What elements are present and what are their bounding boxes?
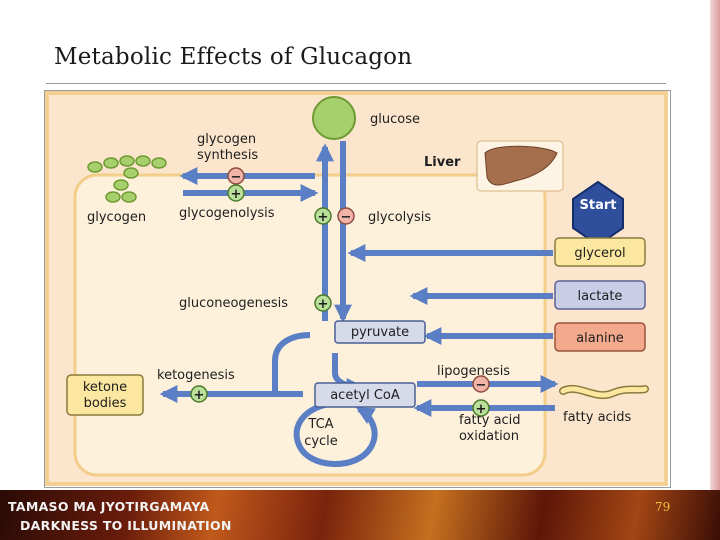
- alanine-box: [554, 322, 646, 352]
- footer-motto-line1: TAMASO MA JYOTIRGAMAYA: [8, 499, 210, 514]
- plus-sign-5: +: [476, 402, 487, 417]
- minus-marker-lipogenesis: [472, 375, 490, 393]
- lipogenesis-label: lipogenesis: [437, 364, 510, 379]
- pyruvate-box: [334, 320, 426, 344]
- glucose-label: glucose: [370, 112, 420, 127]
- footer-motto-line2: DARKNESS TO ILLUMINATION: [20, 518, 232, 533]
- pyruvate-label: pyruvate: [351, 325, 409, 340]
- glycogen-chain-icon: [87, 155, 167, 203]
- page-number: 79: [655, 500, 671, 514]
- fatty-acid-oxidation-label-1: fatty acid: [459, 413, 521, 428]
- glycolysis-label: glycolysis: [368, 210, 431, 225]
- plus-marker-fatty-acid-oxidation: [472, 399, 490, 417]
- plus-sign-3: +: [318, 297, 329, 312]
- glycerol-box: [554, 237, 646, 267]
- glycogenolysis-label: glycogenolysis: [179, 206, 275, 221]
- acetyl-coa-box: [314, 382, 416, 408]
- start-label: Start: [580, 198, 617, 213]
- ketone-bodies-box: [66, 374, 144, 416]
- glycogen-synthesis-label-2: synthesis: [197, 148, 258, 163]
- slide-edge-strip: [710, 0, 720, 490]
- pathway-arrows: [159, 141, 559, 467]
- ketogenesis-label: ketogenesis: [157, 368, 235, 383]
- tca-label-1: TCA: [307, 417, 333, 432]
- plus-marker-glycogenolysis: [227, 184, 245, 202]
- lactate-box: [554, 280, 646, 310]
- minus-marker-glycolysis: [337, 207, 355, 225]
- minus-sign-1: −: [231, 170, 242, 185]
- tca-label-2: cycle: [304, 434, 338, 449]
- footer-banner: [0, 490, 720, 540]
- plus-marker-gluconeogenesis: [314, 294, 332, 312]
- glycerol-label: glycerol: [574, 246, 625, 261]
- diagram-frame: glucose Liver Start glycogen: [44, 90, 671, 488]
- liver-icon: [484, 145, 558, 186]
- glycogen-label: glycogen: [87, 210, 146, 225]
- title-divider: [46, 83, 666, 84]
- ketone-label-2: bodies: [84, 396, 127, 411]
- tca-cycle-arrow: [293, 400, 378, 467]
- glucose-shape: [312, 96, 356, 140]
- fatty-acid-oxidation-label-2: oxidation: [459, 429, 519, 444]
- plus-sign-1: +: [231, 187, 242, 202]
- fatty-acids-label: fatty acids: [563, 410, 632, 425]
- plus-sign-4: +: [194, 388, 205, 403]
- plus-sign-2: +: [318, 210, 329, 225]
- alanine-label: alanine: [576, 331, 624, 346]
- fatty-acids-icon-fill: [560, 386, 648, 398]
- regulation-markers: − + + − + + − +: [190, 167, 490, 417]
- lactate-label: lactate: [578, 289, 623, 304]
- pyruvate-loop-arrow: [272, 332, 311, 391]
- slide-title: Metabolic Effects of Glucagon: [54, 44, 413, 70]
- plus-marker-gluconeogenesis-upper: [314, 207, 332, 225]
- ketone-label-1: ketone: [83, 380, 127, 395]
- gluconeogenesis-label: gluconeogenesis: [179, 296, 288, 311]
- glucagon-metabolism-diagram: glucose Liver Start glycogen: [45, 91, 668, 486]
- minus-sign-2: −: [341, 210, 352, 225]
- glycogen-synthesis-label-1: glycogen: [197, 132, 256, 147]
- plus-marker-ketogenesis: [190, 385, 208, 403]
- minus-marker-glycogen-synthesis: [227, 167, 245, 185]
- liver-label: Liver: [424, 155, 461, 170]
- acetyl-coa-label: acetyl CoA: [330, 388, 400, 403]
- minus-sign-3: −: [476, 378, 487, 393]
